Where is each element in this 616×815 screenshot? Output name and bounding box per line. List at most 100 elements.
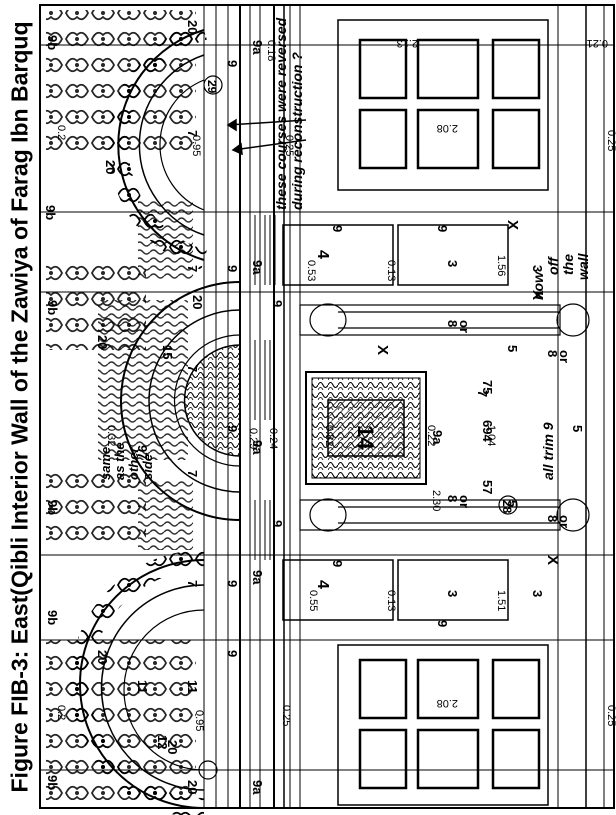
label-75: 75	[480, 380, 495, 394]
dim-0-18: 0.18	[265, 40, 277, 61]
dim-0-25-top: 0.25	[283, 135, 295, 156]
label-7-c: 7	[185, 130, 200, 137]
label-9-k: 9	[270, 520, 285, 527]
label-20-b: 20	[103, 160, 118, 174]
label-9a-e: 9a	[250, 780, 265, 795]
note-wall: wall	[575, 252, 591, 280]
label-3-a: 3	[445, 260, 460, 267]
label-or-d: or	[557, 515, 572, 528]
label-28: 28	[500, 500, 514, 514]
note-all-trim: all trim 9	[540, 422, 556, 480]
label-9-i: 9	[435, 620, 450, 627]
central-panel	[305, 371, 427, 485]
label-14: 14	[353, 425, 378, 450]
label-9-j: 9	[270, 300, 285, 307]
label-7-b: 7	[185, 580, 200, 587]
label-5-a: 5	[505, 345, 520, 352]
label-20-d: 20	[95, 335, 110, 349]
label-8-c: 8	[445, 495, 460, 502]
label-3-b: 3	[530, 265, 545, 272]
label-12: 12	[155, 735, 170, 749]
label-9b-6: 9b	[45, 775, 60, 790]
label-5-c: 5	[505, 500, 520, 507]
note-off: off	[545, 256, 561, 275]
dim-2-13: 2.13	[397, 37, 418, 49]
label-7-f: 7	[185, 470, 200, 477]
note-as-the: as the	[112, 442, 127, 480]
dim-0-24: 0.24	[267, 428, 279, 449]
label-5-b: 5	[570, 425, 585, 432]
figure-caption-area: Figure FIB-3: East(Qibli Interior Wall o…	[0, 0, 40, 815]
note-reversed-line1: these courses were reversed	[273, 17, 289, 210]
dim-0-32: 0.32	[105, 425, 117, 446]
label-20-c: 20	[190, 295, 205, 309]
label-3-d: 3	[530, 590, 545, 597]
label-or-c: or	[457, 495, 472, 508]
dim-0-2-top: 0.2	[55, 125, 67, 140]
label-4-top: 4	[314, 250, 331, 259]
wall-elevation-drawing: 0.18 2.13 0.21 0.95 0.25 2.08 0.25 0.2 0…	[39, 4, 616, 815]
label-57: 57	[480, 480, 495, 494]
label-9-a: 9	[225, 60, 240, 67]
label-x-c: X	[374, 345, 391, 355]
dim-0-13-top: 0.13	[385, 260, 397, 281]
note-reversed-line2: during reconstruction ?	[289, 52, 305, 210]
label-or-b: or	[557, 350, 572, 363]
dim-1-04: 1.04	[485, 425, 497, 446]
label-9a-a: 9a	[250, 40, 265, 55]
label-9a-f: 9a	[430, 430, 445, 445]
label-11-a: 11	[135, 680, 150, 694]
label-15: 15	[160, 345, 175, 359]
dim-0-2-bot: 0.2	[55, 705, 67, 720]
label-9b-3: 9b	[45, 300, 60, 315]
label-7-a: 7	[185, 265, 200, 272]
note-same: same	[98, 447, 113, 480]
label-9a-b: 9a	[250, 260, 265, 275]
label-9b-4: 9b	[45, 500, 60, 515]
dim-2-08-bot: 2.08	[437, 697, 458, 709]
label-9-g: 9	[435, 225, 450, 232]
label-or-a: or	[457, 320, 472, 333]
label-9a-c: 9a	[250, 440, 265, 455]
label-9-f: 9	[330, 225, 345, 232]
label-20-a: 20	[185, 20, 200, 34]
window-frames	[282, 224, 509, 621]
label-20-f: 20	[165, 740, 180, 754]
column-lower	[299, 498, 590, 532]
label-20-g: 20	[185, 780, 200, 794]
note-the: the	[560, 254, 576, 275]
annotation-arrows	[226, 118, 307, 156]
dim-0-95-bot: 0.95	[193, 710, 205, 731]
dim-1-51: 1.51	[495, 590, 507, 611]
label-97: 97	[135, 445, 150, 459]
upper-window-panels	[337, 19, 549, 191]
dim-0-25-bot-right: 0.25	[605, 705, 616, 726]
label-8-d: 8	[545, 515, 560, 522]
label-9b-2: 9b	[43, 205, 58, 220]
label-9a-d: 9a	[250, 570, 265, 585]
label-9-h: 9	[330, 560, 345, 567]
dim-0-55: 0.55	[307, 590, 319, 611]
label-9-e: 9	[225, 650, 240, 657]
label-8-b: 8	[545, 350, 560, 357]
label-11-b: 11	[185, 680, 200, 694]
label-x-b: X	[529, 290, 546, 300]
note-now: now	[530, 271, 546, 300]
dim-0-53: 0.53	[305, 260, 317, 281]
dim-0-13-bot: 0.13	[385, 590, 397, 611]
label-20-e: 20	[95, 650, 110, 664]
label-8-a: 8	[445, 320, 460, 327]
label-7-d: 7	[475, 390, 490, 397]
dim-2-08-top: 2.08	[437, 122, 458, 134]
dim-0-95-top: 0.95	[190, 135, 202, 156]
lower-window-panels	[337, 644, 549, 806]
masonry-frame	[39, 4, 615, 809]
label-9b-5: 9b	[45, 610, 60, 625]
dim-0-25-bot: 0.25	[280, 705, 292, 726]
note-other: other	[126, 447, 141, 480]
spandrel-ornament	[46, 10, 196, 800]
dim-2-30: 2.30	[430, 490, 442, 511]
dim-0-29: 0.29	[247, 428, 259, 449]
reference-circles	[198, 75, 518, 780]
dim-0-22: 0.22	[425, 425, 437, 446]
